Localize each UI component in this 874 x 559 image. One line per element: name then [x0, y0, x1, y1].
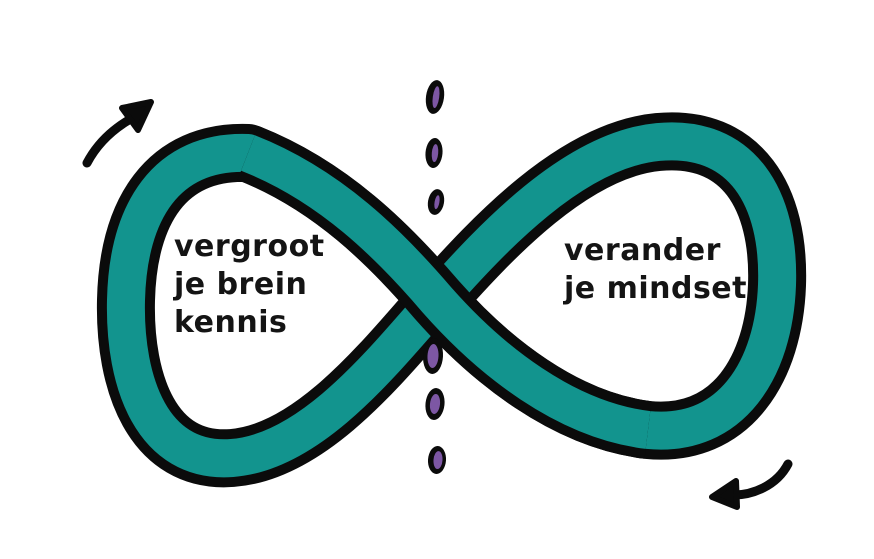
curved-arrow-up-right-icon	[82, 99, 154, 168]
infinity-band	[96, 112, 807, 488]
divider-dot	[427, 446, 447, 474]
divider-dot	[425, 80, 445, 114]
divider-dot	[422, 338, 444, 374]
divider-dot	[425, 138, 443, 168]
left-loop-label: vergroot je brein kennis	[174, 229, 325, 340]
divider-dot	[425, 388, 445, 420]
vertical-dotted-line	[422, 80, 447, 474]
arrow-head	[709, 478, 740, 510]
right-loop-label: verander je mindset	[564, 233, 747, 306]
arrow-tail	[82, 112, 139, 168]
arrow-head	[119, 99, 154, 133]
crossover-teal	[240, 135, 651, 449]
curved-arrow-left-icon	[709, 459, 793, 510]
divider-dot	[427, 189, 445, 215]
